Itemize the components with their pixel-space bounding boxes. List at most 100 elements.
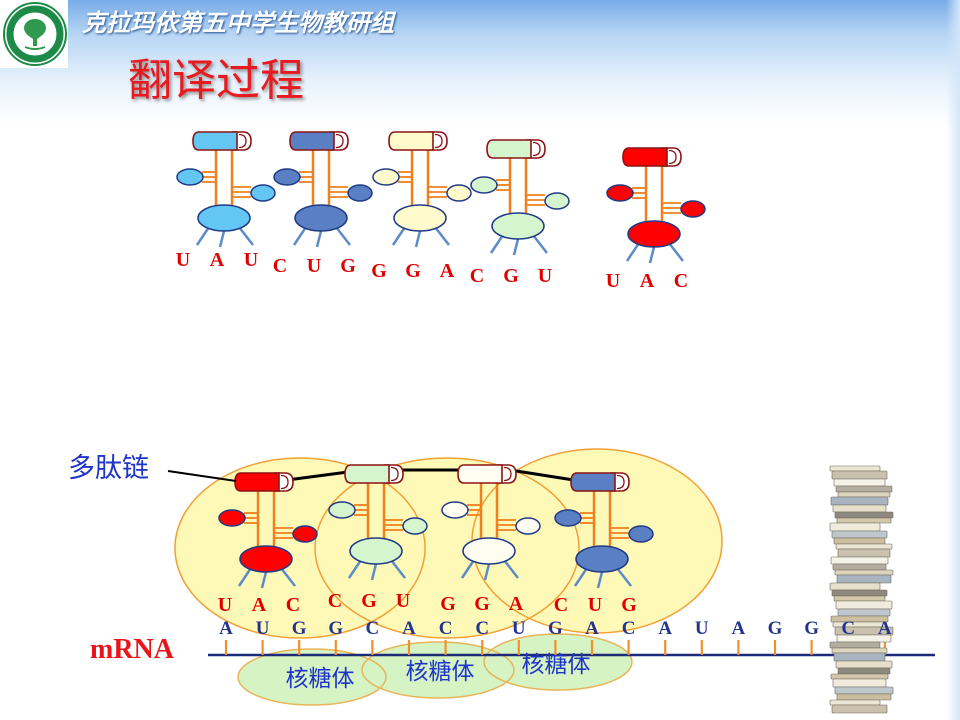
book — [833, 652, 886, 662]
anticodon-base: G — [474, 593, 490, 615]
book — [832, 504, 887, 513]
anticodon-base: C — [470, 265, 484, 287]
d-loop — [273, 168, 301, 186]
amino-acid-site — [570, 472, 616, 492]
t-loop — [446, 184, 472, 202]
ribosome-large-subunit-outline — [174, 457, 426, 639]
book — [830, 496, 889, 506]
ribosome-small-subunit — [484, 634, 632, 690]
book — [834, 686, 894, 695]
mrna-base: U — [256, 618, 270, 639]
mrna-base: U — [695, 618, 709, 639]
book — [831, 647, 888, 654]
amino-acid-site — [622, 147, 668, 167]
anticodon-loop — [349, 537, 403, 565]
ribosome-small-subunit-outline — [237, 648, 387, 706]
header-title: 克拉玛依第五中学生物教研组 — [82, 9, 394, 37]
anticodon-base: U — [176, 249, 190, 271]
anticodon-line — [292, 226, 308, 246]
anticodon-line — [596, 571, 604, 589]
right-edge-strip — [946, 0, 960, 720]
book — [830, 556, 889, 565]
d-loop — [328, 501, 356, 519]
anticodon-line — [390, 559, 406, 579]
anticodon-line — [347, 559, 363, 579]
book — [835, 600, 893, 610]
anticodon-line — [532, 234, 548, 254]
book — [835, 485, 893, 493]
d-loop — [176, 168, 204, 186]
book — [835, 543, 893, 550]
cca-end-rim — [390, 466, 399, 482]
book — [832, 563, 887, 571]
t-loop — [515, 517, 541, 535]
cca-end-rim — [434, 133, 443, 149]
anticodon-line — [668, 242, 684, 262]
book-stack-image — [829, 465, 894, 714]
mrna-base: C — [366, 618, 380, 639]
book — [833, 595, 886, 602]
anticodon-base: G — [371, 260, 387, 282]
amino-acid-site — [234, 472, 280, 492]
amino-acid-site — [457, 464, 503, 484]
anticodon-base: G — [405, 260, 421, 282]
d-loop — [441, 501, 469, 519]
t-loop — [544, 192, 570, 210]
ribosome-large-subunit-outline — [314, 457, 580, 639]
book — [836, 517, 892, 524]
amino-acid-site — [289, 131, 335, 151]
anticodon-line — [237, 567, 253, 587]
book — [837, 491, 891, 498]
t-loop — [680, 200, 706, 218]
ribosome-label: 核糖体 — [522, 652, 591, 678]
book — [830, 673, 889, 680]
amino-acid-site — [192, 131, 238, 151]
anticodon-line — [195, 226, 211, 246]
anticodon-base: U — [588, 594, 602, 616]
cca-end-rim — [335, 133, 344, 149]
book — [831, 530, 888, 539]
book — [835, 660, 893, 669]
logo-tree-crown — [24, 19, 46, 37]
amino-acid-site — [388, 131, 434, 151]
anticodon-line — [648, 246, 656, 264]
d-loop — [554, 509, 582, 527]
cca-end-rim — [668, 149, 677, 165]
anticodon-line — [280, 567, 296, 587]
anticodon-base: A — [509, 593, 524, 615]
polypeptide-pointer-line — [167, 470, 237, 482]
book — [836, 574, 892, 584]
mrna-base: A — [402, 618, 416, 639]
book — [831, 589, 888, 597]
logo-green-band — [6, 5, 64, 63]
anticodon-line — [625, 242, 641, 262]
mrna-base: C — [439, 618, 453, 639]
mrna-base: C — [622, 618, 636, 639]
anticodon-line — [434, 226, 450, 246]
anticodon-line — [414, 230, 422, 248]
book — [829, 699, 881, 706]
anticodon-line — [218, 230, 226, 248]
anticodon-loop — [393, 204, 447, 232]
anticodon-line — [260, 571, 268, 589]
t-loop — [250, 184, 276, 202]
anticodon-line — [315, 230, 323, 248]
anticodon-line — [391, 226, 407, 246]
anticodon-loop — [627, 220, 681, 248]
book — [829, 465, 881, 472]
anticodon-line — [238, 226, 254, 246]
t-loop — [402, 517, 428, 535]
t-loop — [628, 525, 654, 543]
cca-end-rim — [280, 474, 289, 490]
anticodon-loop — [294, 204, 348, 232]
anticodon-base: C — [273, 255, 287, 277]
